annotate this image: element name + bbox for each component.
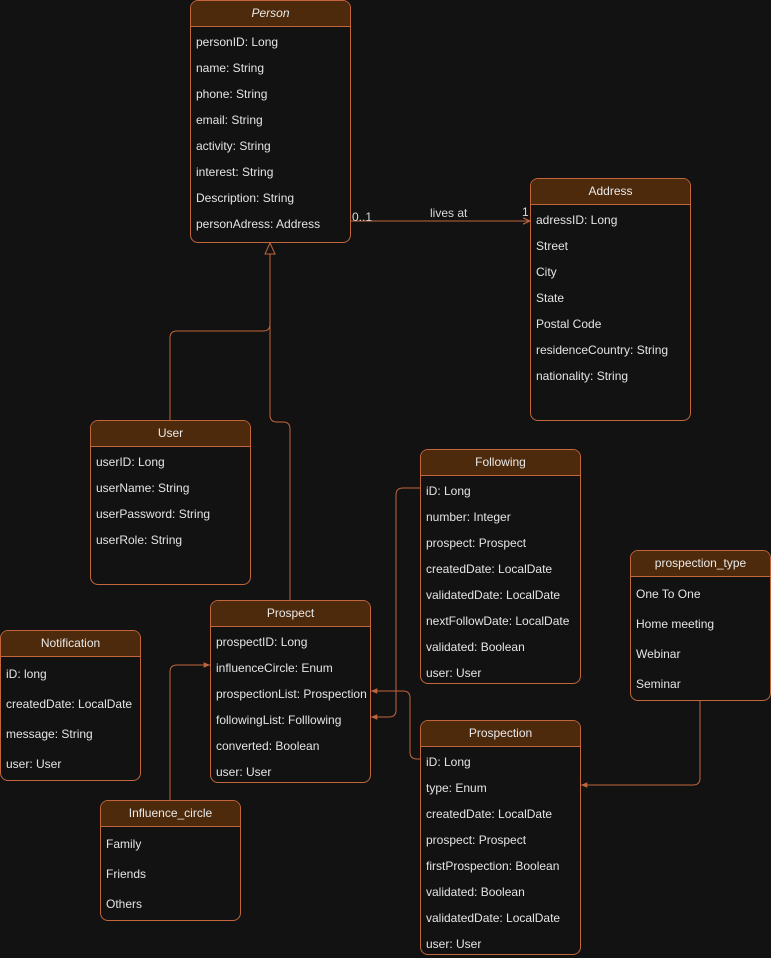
class-field: City <box>536 265 557 279</box>
class-prospect[interactable]: Prospect prospectID: Long influenceCircle… <box>210 600 371 783</box>
class-field: adressID: Long <box>536 213 618 227</box>
class-field: userRole: String <box>96 533 183 547</box>
class-field: prospect: Prospect <box>426 833 527 847</box>
class-field: interest: String <box>196 165 274 179</box>
class-field: Webinar <box>636 647 681 661</box>
class-field: message: String <box>6 727 93 741</box>
class-field: prospect: Prospect <box>426 536 527 550</box>
enum-prospection-type-header: prospection_type <box>631 551 770 577</box>
class-field: influenceCircle: Enum <box>216 661 333 675</box>
association-type-prospection[interactable] <box>581 700 701 788</box>
class-field: validatedDate: LocalDate <box>426 588 561 602</box>
class-field: user: User <box>426 937 482 951</box>
association-source-multiplicity: 0..1 <box>352 210 373 224</box>
class-user[interactable]: User userID: Long userName: String userPas… <box>90 420 251 585</box>
class-field: validated: Boolean <box>426 640 525 654</box>
class-field: createdDate: LocalDate <box>426 807 553 821</box>
class-field: followingList: Folllowing <box>216 713 342 727</box>
class-field: personID: Long <box>196 35 279 49</box>
class-field: createdDate: LocalDate <box>426 562 553 576</box>
class-field: Seminar <box>636 677 681 691</box>
class-field: type: Enum <box>426 781 487 795</box>
association-label: lives at <box>430 206 468 220</box>
class-field: iD: Long <box>426 484 471 498</box>
class-prospection-header: Prospection <box>421 721 580 747</box>
class-following-header: Following <box>421 450 580 476</box>
association-following-prospect[interactable] <box>371 487 420 720</box>
class-field: nationality: String <box>536 369 629 383</box>
class-field: Others <box>106 897 143 911</box>
class-field: Family <box>106 837 142 851</box>
generalization-triangle <box>264 241 276 255</box>
class-field: userID: Long <box>96 455 165 469</box>
class-field: Postal Code <box>536 317 602 331</box>
class-prospection[interactable]: Prospection iD: Long type: Enum createdDat… <box>420 720 581 955</box>
class-field: converted: Boolean <box>216 739 320 753</box>
class-field: validatedDate: LocalDate <box>426 911 561 925</box>
class-field: One To One <box>636 587 701 601</box>
class-field: Street <box>536 239 569 253</box>
class-field: validated: Boolean <box>426 885 525 899</box>
class-notification-header: Notification <box>1 631 140 657</box>
class-field: nextFollowDate: LocalDate <box>426 614 570 628</box>
class-field: personAdress: Address <box>196 217 321 231</box>
class-field: activity: String <box>196 139 271 153</box>
class-field: iD: Long <box>426 755 471 769</box>
class-person-header: Person <box>191 1 350 27</box>
class-field: Description: String <box>196 191 295 205</box>
class-field: user: User <box>6 757 62 771</box>
class-field: State <box>536 291 565 305</box>
enum-influence-circle-header: Influence_circle <box>101 801 240 827</box>
class-field: userPassword: String <box>96 507 211 521</box>
class-field: name: String <box>196 61 265 75</box>
class-field: Friends <box>106 867 147 881</box>
class-person[interactable]: Person personID: Long name: String phone: … <box>190 0 351 243</box>
class-field: iD: long <box>6 667 47 681</box>
class-field: firstProspection: Boolean <box>426 859 560 873</box>
generalization-prospect-person[interactable] <box>269 254 291 600</box>
class-field: Home meeting <box>636 617 715 631</box>
class-field: prospectID: Long <box>216 635 308 649</box>
class-notification[interactable]: Notification iD: long createdDate: LocalD… <box>0 630 141 781</box>
class-prospect-header: Prospect <box>211 601 370 627</box>
class-user-header: User <box>91 421 250 447</box>
class-field: prospectionList: Prospection <box>216 687 367 701</box>
class-following[interactable]: Following iD: Long number: Integer prospec… <box>420 449 581 684</box>
class-field: user: User <box>426 666 482 680</box>
class-field: number: Integer <box>426 510 511 524</box>
generalization-user-person[interactable] <box>169 254 271 420</box>
class-address-header: Address <box>531 179 690 205</box>
class-field: residenceCountry: String <box>536 343 669 357</box>
association-target-multiplicity: 1 <box>522 205 529 219</box>
association-prospection-prospect[interactable] <box>371 688 420 760</box>
class-field: createdDate: LocalDate <box>6 697 133 711</box>
class-field: userName: String <box>96 481 190 495</box>
class-field: phone: String <box>196 87 268 101</box>
association-influence-prospect[interactable] <box>169 662 210 800</box>
class-field: user: User <box>216 765 272 779</box>
class-field: email: String <box>196 113 263 127</box>
